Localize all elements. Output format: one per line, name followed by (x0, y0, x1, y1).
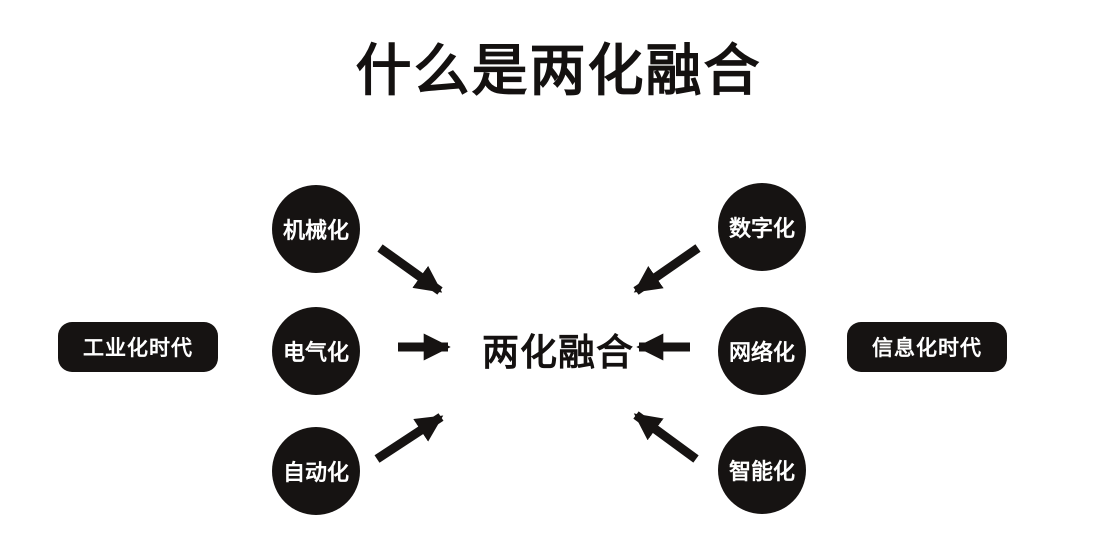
node-intelligence-label: 智能化 (728, 459, 795, 484)
node-automation-label: 自动化 (282, 460, 349, 485)
node-networking: 网络化 (718, 307, 806, 395)
arrow-mechanization-to-center (377, 244, 443, 295)
page-title: 什么是两化融合 (355, 39, 762, 102)
node-electrification-label: 电气化 (282, 340, 349, 365)
center-label: 两化融合 (482, 332, 634, 373)
era-pill-informatization: 信息化时代 (847, 322, 1007, 372)
arrow-digitalization-to-center (633, 244, 701, 295)
node-electrification: 电气化 (272, 307, 360, 395)
arrow-automation-to-center (374, 413, 444, 463)
node-mechanization-label: 机械化 (282, 218, 349, 243)
node-automation: 自动化 (272, 427, 360, 515)
node-intelligence: 智能化 (718, 426, 806, 514)
node-networking-label: 网络化 (728, 340, 795, 365)
era-pill-informatization-label: 信息化时代 (872, 337, 982, 360)
node-digitalization-label: 数字化 (728, 216, 795, 241)
era-pill-industrialization-label: 工业化时代 (83, 337, 193, 360)
era-pill-industrialization: 工业化时代 (58, 322, 218, 372)
node-mechanization: 机械化 (272, 185, 360, 273)
arrow-intelligence-to-center (633, 411, 699, 463)
node-digitalization: 数字化 (718, 183, 806, 271)
